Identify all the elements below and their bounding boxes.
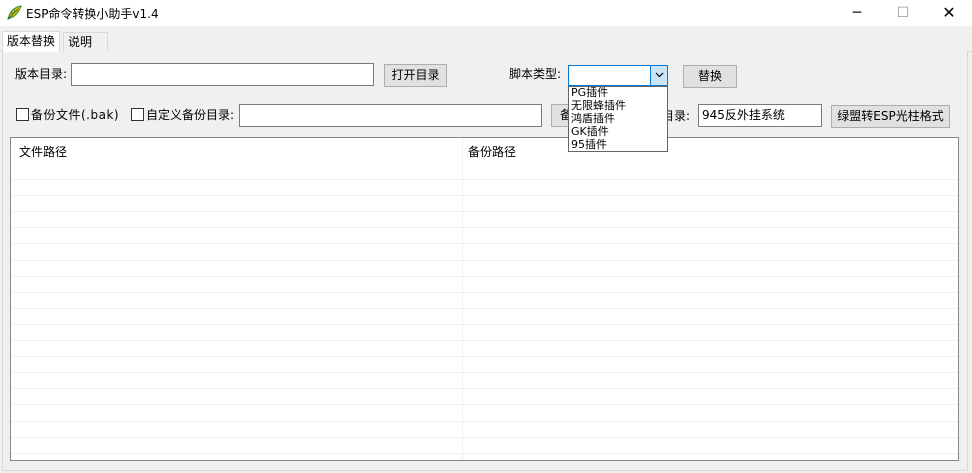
column-header-file-path[interactable]: 文件路径 bbox=[19, 145, 68, 159]
dropdown-option-wuxianfeng[interactable]: 无限蜂插件 bbox=[571, 99, 626, 112]
table-row-line bbox=[11, 243, 958, 244]
tab-version-replace[interactable]: 版本替换 bbox=[2, 31, 61, 52]
system-dir-input[interactable]: 945反外挂系统 bbox=[698, 104, 822, 127]
file-list-table[interactable]: 文件路径 备份路径 bbox=[10, 137, 959, 461]
convert-format-button[interactable]: 绿盟转ESP光柱格式 bbox=[831, 105, 950, 128]
dropdown-option-95[interactable]: 95插件 bbox=[571, 138, 607, 151]
table-row-line bbox=[11, 292, 958, 293]
script-type-select[interactable] bbox=[568, 65, 668, 86]
chevron-down-icon[interactable] bbox=[650, 66, 667, 85]
system-dir-label: 目录: bbox=[662, 109, 691, 123]
table-row-line bbox=[11, 372, 958, 373]
minimize-button[interactable]: ─ bbox=[852, 5, 862, 21]
custom-backup-label[interactable]: 自定义备份目录: bbox=[146, 108, 235, 122]
script-type-dropdown-list: PG插件 无限蜂插件 鸿盾插件 GK插件 95插件 bbox=[568, 86, 668, 152]
table-row-line bbox=[11, 227, 958, 228]
table-row-line bbox=[11, 324, 958, 325]
title-bar bbox=[0, 0, 972, 26]
replace-button[interactable]: 替换 bbox=[683, 65, 737, 88]
table-row-line bbox=[11, 356, 958, 357]
column-header-backup-path[interactable]: 备份路径 bbox=[468, 145, 517, 159]
table-row-line bbox=[11, 195, 958, 196]
backup-file-checkbox[interactable] bbox=[16, 108, 29, 121]
backup-file-label[interactable]: 备份文件(.bak) bbox=[31, 108, 120, 122]
table-row-line bbox=[11, 437, 958, 438]
table-row-line bbox=[11, 308, 958, 309]
version-dir-label: 版本目录: bbox=[15, 67, 68, 81]
table-row-line bbox=[11, 421, 958, 422]
table-row-line bbox=[11, 276, 958, 277]
close-button[interactable]: ✕ bbox=[942, 3, 956, 22]
table-row-line bbox=[11, 453, 958, 454]
tab-help[interactable]: 说明 bbox=[63, 32, 108, 52]
table-row-line bbox=[11, 388, 958, 389]
table-row-line bbox=[11, 404, 958, 405]
custom-backup-checkbox[interactable] bbox=[131, 108, 144, 121]
dropdown-option-pg[interactable]: PG插件 bbox=[571, 86, 609, 99]
column-divider[interactable] bbox=[462, 138, 463, 460]
dropdown-option-hongdun[interactable]: 鸿盾插件 bbox=[571, 112, 615, 125]
window-title: ESP命令转换小助手v1.4 bbox=[26, 7, 159, 21]
maximize-button[interactable]: ☐ bbox=[896, 5, 910, 21]
script-type-label: 脚本类型: bbox=[509, 67, 562, 81]
table-row-line bbox=[11, 179, 958, 180]
custom-backup-input[interactable] bbox=[239, 104, 542, 127]
table-row-line bbox=[11, 260, 958, 261]
app-leaf-icon bbox=[6, 5, 22, 21]
dropdown-option-gk[interactable]: GK插件 bbox=[571, 125, 609, 138]
table-row-line bbox=[11, 211, 958, 212]
table-row-line bbox=[11, 340, 958, 341]
open-dir-button[interactable]: 打开目录 bbox=[384, 64, 447, 87]
version-dir-input[interactable] bbox=[71, 63, 374, 86]
